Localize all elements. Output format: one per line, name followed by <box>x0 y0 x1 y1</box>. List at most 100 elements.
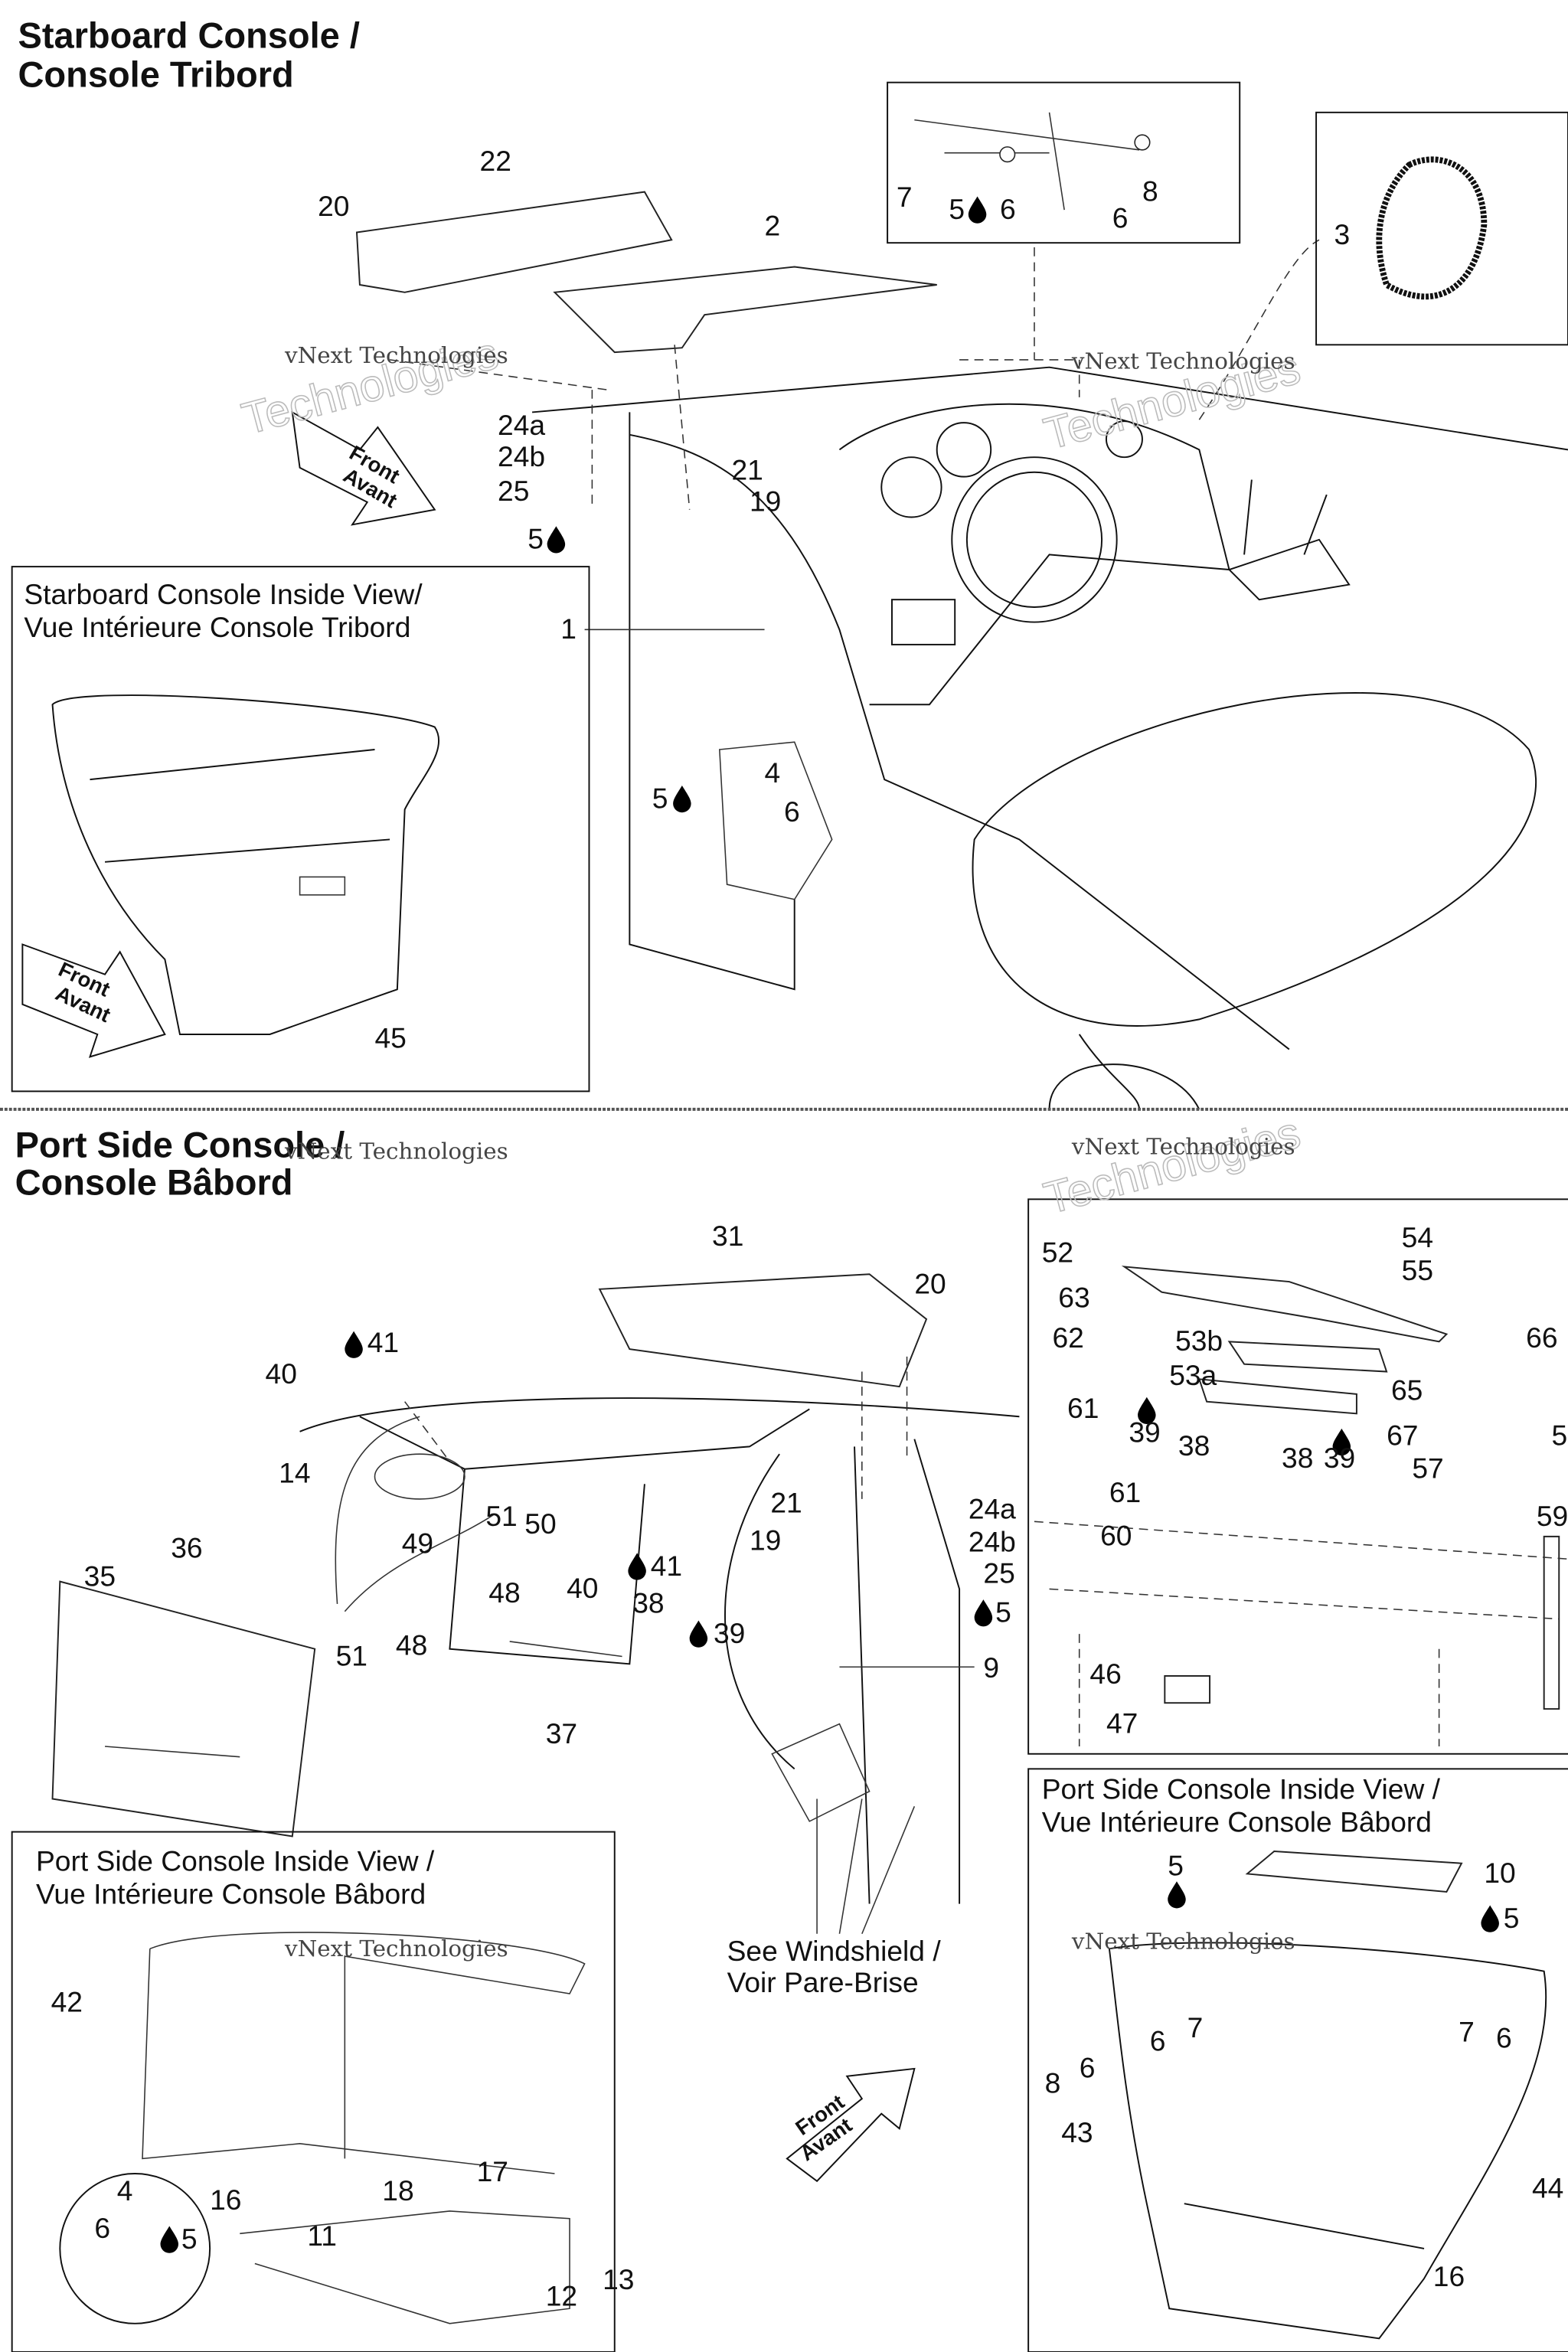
callout: 39 <box>1129 1416 1160 1449</box>
callout: 10 <box>1484 1857 1515 1889</box>
callout: 51 <box>485 1500 517 1532</box>
callout: 2 <box>765 209 781 241</box>
inset-title: Vue Intérieure Console Bâbord <box>36 1878 426 1910</box>
switch-panel <box>890 599 956 645</box>
callout: 24b <box>498 440 545 472</box>
glove-box-door <box>51 1580 316 1838</box>
callout: 1 <box>560 612 577 645</box>
callout: 12 <box>546 2279 577 2311</box>
callout: 13 <box>603 2263 634 2295</box>
nut <box>1134 134 1151 151</box>
callout: 8 <box>1045 2066 1061 2099</box>
callout: 40 <box>266 1357 297 1390</box>
callout: 53b <box>1175 1325 1223 1357</box>
windshield-note: See Windshield / <box>727 1935 942 1967</box>
front-arrow: Front Avant <box>21 943 166 1058</box>
sealant-drop-icon <box>1481 1905 1499 1932</box>
callout: 21 <box>731 454 763 486</box>
gauge <box>880 456 942 518</box>
detail-box-fasteners <box>887 81 1241 244</box>
sealant-drop-icon <box>689 1620 708 1648</box>
callout: 54 <box>1402 1221 1433 1253</box>
inset-title: Port Side Console Inside View / <box>1042 1773 1441 1805</box>
callout: 45 <box>374 1022 406 1054</box>
callout: 16 <box>1433 2260 1465 2292</box>
callout: 20 <box>318 190 349 222</box>
callout: 7 <box>1187 2011 1204 2043</box>
sealant-drop-icon <box>974 1599 993 1627</box>
callouts: 52 54 55 63 62 53b 53a 61 39 38 38 39 66… <box>1042 1221 1568 1739</box>
section-title: Port Side Console / <box>15 1125 345 1165</box>
console-top-cover <box>598 1273 928 1388</box>
callout: 39 <box>714 1617 745 1649</box>
starboard-section: Starboard Console / Console Tribord 22 2… <box>11 15 1568 1110</box>
watermark-text: vNext Technologies <box>1071 1928 1295 1954</box>
watermark-text: vNext Technologies <box>284 342 508 368</box>
callout: 17 <box>477 2155 508 2187</box>
callout: 61 <box>1067 1392 1099 1424</box>
sealant-drop-icon <box>345 1331 363 1358</box>
section-title: Starboard Console / <box>18 15 359 56</box>
floor-mat <box>553 266 937 354</box>
callout: 7 <box>1459 2016 1475 2048</box>
callout: 18 <box>382 2174 413 2207</box>
callout: 47 <box>1106 1707 1138 1739</box>
console-inside <box>51 694 440 1035</box>
callout: 42 <box>51 1986 83 2018</box>
inset-starboard-inside-view <box>11 566 590 1093</box>
inset-port-inside-view-right <box>1027 1768 1568 2352</box>
callout: 61 <box>1109 1476 1141 1508</box>
callout: 35 <box>84 1560 116 1592</box>
inset-port-inside-view-left <box>11 1831 616 2352</box>
callout: 6 <box>1496 2022 1512 2054</box>
dashboard <box>531 366 1568 1050</box>
watermark-text: vNext Technologies <box>284 1936 508 1962</box>
steering-wheel <box>951 456 1118 623</box>
callout: 6 <box>94 2212 110 2244</box>
callout: 59 <box>1537 1500 1568 1532</box>
callout: 19 <box>750 485 781 518</box>
sealant-drop-icon <box>628 1553 646 1580</box>
inset-title: Vue Intérieure Console Tribord <box>24 611 410 643</box>
front-arrow: Front Avant <box>291 410 436 526</box>
inset-title: Starboard Console Inside View/ <box>24 578 423 610</box>
callout: 48 <box>488 1576 520 1609</box>
callout: 31 <box>712 1220 743 1252</box>
seal <box>1376 156 1488 300</box>
callout: 60 <box>1100 1520 1132 1552</box>
callout: 55 <box>1402 1254 1433 1286</box>
callout: 3 <box>1334 218 1351 250</box>
callout: 5 <box>1168 1849 1184 1881</box>
callout: 16 <box>210 2184 241 2216</box>
callout: 37 <box>546 1717 577 1749</box>
gauge <box>1105 420 1143 459</box>
callouts: 22 20 2 7 5 6 6 8 3 24a 24b 25 5 21 19 1… <box>318 145 1350 828</box>
callout: 5 <box>1504 1902 1520 1934</box>
watermark-text: vNext Technologies <box>284 1138 508 1164</box>
detail-box-glovebox-hardware <box>1027 1198 1568 1755</box>
bracket <box>718 741 833 900</box>
sealant-drop-icon <box>547 526 566 554</box>
callout: 6 <box>1080 2052 1096 2084</box>
callout: 57 <box>1412 1452 1443 1485</box>
callout: 5 <box>528 523 544 555</box>
callouts: 5 10 5 7 6 8 6 6 7 43 44 16 <box>1045 1849 1564 2292</box>
detail-circle <box>59 2173 211 2324</box>
callout: 21 <box>770 1487 802 1519</box>
callout: 22 <box>480 145 511 177</box>
callout: 24b <box>969 1525 1016 1557</box>
throttle <box>1227 479 1351 601</box>
callout: 46 <box>1089 1658 1121 1690</box>
sealant-drop-icon <box>1168 1881 1186 1909</box>
windshield-note: Voir Pare-Brise <box>727 1966 919 1998</box>
callout: 43 <box>1061 2116 1093 2148</box>
callouts: 42 4 6 5 16 18 17 11 13 12 <box>51 1986 635 2312</box>
callout: 7 <box>897 181 913 213</box>
callout: 41 <box>368 1326 399 1358</box>
callout: 20 <box>914 1268 946 1300</box>
watermark: Technologies vNext Technologies Technolo… <box>237 328 1306 1962</box>
callout: 5 <box>1551 1419 1567 1451</box>
callout: 6 <box>1000 193 1016 225</box>
callout: 39 <box>1324 1442 1355 1474</box>
callout: 14 <box>279 1456 310 1488</box>
